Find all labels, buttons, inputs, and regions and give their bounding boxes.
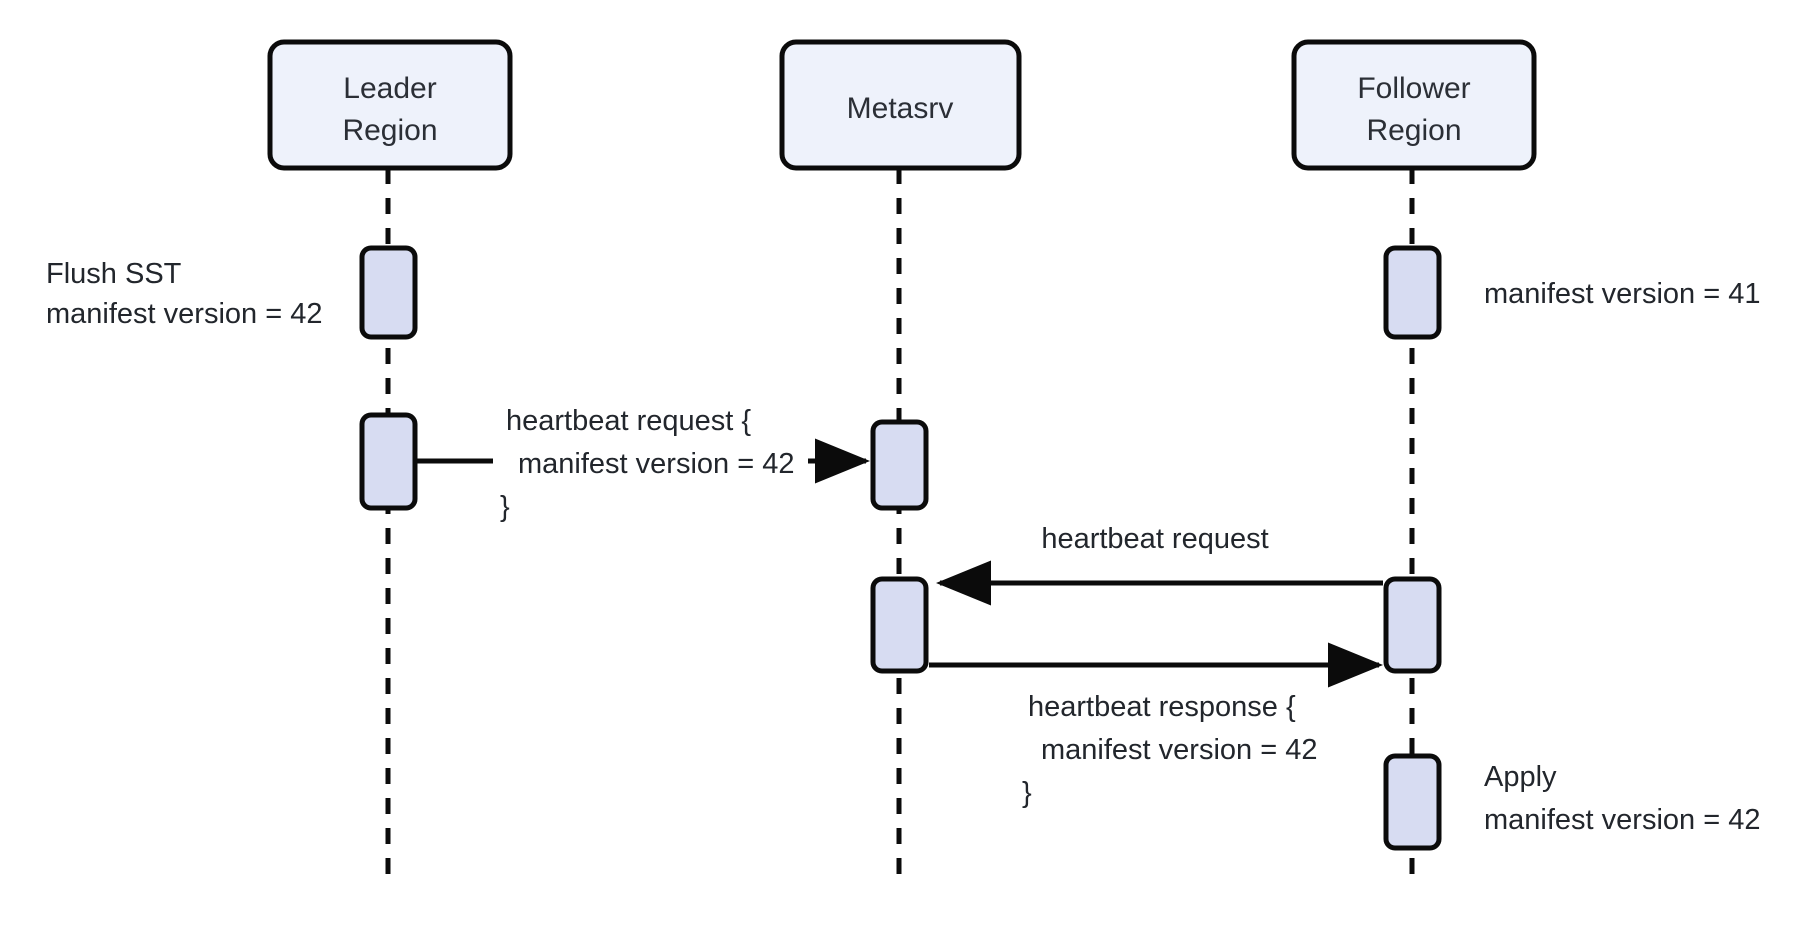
activation-leader-heartbeat[interactable]: [359, 412, 418, 511]
participant-follower-region[interactable]: Follower Region: [1291, 39, 1537, 171]
activation-follower-apply[interactable]: [1383, 753, 1442, 851]
note-apply-line2: manifest version = 42: [1484, 804, 1760, 836]
message-label-heartbeat-request-leader-line2: manifest version = 42: [518, 448, 794, 480]
message-label-heartbeat-request-leader-line1: heartbeat request {: [506, 405, 751, 437]
activation-follower-initial[interactable]: [1383, 245, 1442, 340]
message-heartbeat-request-follower[interactable]: heartbeat request: [935, 523, 1383, 606]
note-follower-initial-version: manifest version = 41: [1484, 278, 1760, 310]
activation-leader-flush[interactable]: [359, 245, 418, 340]
note-apply-line1: Apply: [1484, 761, 1557, 793]
activation-follower-heartbeat[interactable]: [1383, 576, 1442, 674]
message-label-heartbeat-request-follower: heartbeat request: [1041, 523, 1268, 555]
participant-label-follower-region-line2: Region: [1366, 114, 1461, 147]
note-flush-sst-line1: Flush SST: [46, 258, 182, 290]
message-heartbeat-request-leader[interactable]: heartbeat request { manifest version = 4…: [417, 405, 871, 523]
participant-label-follower-region-line1: Follower: [1357, 72, 1470, 105]
participant-label-metasrv-line1: Metasrv: [847, 92, 954, 125]
participant-metasrv[interactable]: Metasrv: [779, 39, 1022, 171]
message-label-heartbeat-response-line3: }: [1022, 777, 1032, 809]
participant-label-leader-region-line2: Region: [342, 114, 437, 147]
note-apply: Apply manifest version = 42: [1484, 761, 1760, 836]
participant-box-follower-region[interactable]: [1291, 39, 1537, 171]
note-flush-sst-line2: manifest version = 42: [46, 298, 322, 330]
message-heartbeat-response[interactable]: heartbeat response { manifest version = …: [929, 642, 1384, 809]
activation-metasrv-heartbeat-from-leader[interactable]: [870, 419, 929, 511]
message-label-heartbeat-response-line2: manifest version = 42: [1041, 734, 1317, 766]
message-label-heartbeat-response-line1: heartbeat response {: [1028, 691, 1296, 723]
activation-metasrv-heartbeat-from-follower[interactable]: [870, 576, 929, 674]
activation-boxes-group: [359, 245, 1442, 851]
participant-box-metasrv[interactable]: [779, 39, 1022, 171]
participant-leader-region[interactable]: Leader Region: [267, 39, 513, 171]
message-label-heartbeat-request-leader-line3: }: [500, 491, 510, 523]
note-flush-sst: Flush SST manifest version = 42: [46, 258, 322, 330]
note-follower-initial-version-line1: manifest version = 41: [1484, 278, 1760, 310]
participant-box-leader-region[interactable]: [267, 39, 513, 171]
participant-label-leader-region-line1: Leader: [343, 72, 436, 105]
